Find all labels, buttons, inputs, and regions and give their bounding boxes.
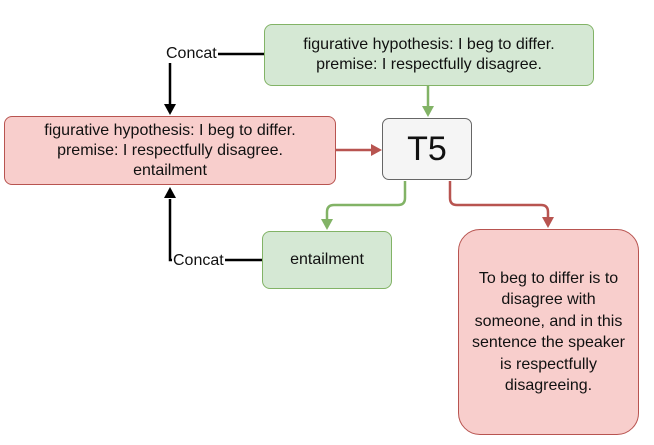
input-left-line-3: entailment — [133, 161, 207, 179]
t5-to-explanation-edge — [448, 181, 550, 218]
input-left-box: figurative hypothesis: I beg to differ. … — [4, 116, 336, 185]
model-t5-box: T5 — [382, 118, 472, 180]
explanation-line-4: sentence the speaker — [472, 334, 625, 351]
t5-to-explanation-arrowhead — [542, 217, 554, 228]
t5-to-entailment-arrowhead — [321, 219, 333, 230]
concat-top-label: Concat — [165, 45, 218, 63]
output-explanation-box: To beg to differ is to disagree with som… — [458, 229, 639, 435]
concat-bottom-arrowhead — [164, 187, 176, 198]
left-to-t5-arrowhead — [371, 144, 382, 156]
output-label-box: entailment — [262, 231, 392, 289]
input-top-line-2: premise: I respectfully disagree. — [316, 56, 542, 73]
explanation-line-5: is respectfully — [500, 355, 597, 373]
explanation-line-6: disagreeing. — [504, 377, 593, 394]
model-t5-label: T5 — [407, 130, 447, 168]
t5-to-entailment-edge — [325, 181, 407, 220]
explanation-line-1: To beg to differ is to — [478, 269, 619, 287]
input-top-box: figurative hypothesis: I beg to differ. … — [264, 24, 594, 86]
input-top-line-1: figurative hypothesis: I beg to differ. — [303, 36, 555, 53]
explanation-line-3: someone, and in this — [474, 312, 623, 330]
output-label-text: entailment — [290, 251, 364, 268]
top-to-t5-arrowhead — [422, 106, 434, 117]
concat-bottom-edge — [168, 199, 264, 262]
explanation-line-2: disagree with — [501, 291, 596, 308]
input-left-line-2: premise: I respectfully disagree. — [57, 141, 283, 159]
concat-top-arrowhead — [164, 104, 176, 115]
concat-bottom-label: Concat — [172, 252, 225, 270]
input-left-line-1: figurative hypothesis: I beg to differ. — [44, 121, 296, 139]
